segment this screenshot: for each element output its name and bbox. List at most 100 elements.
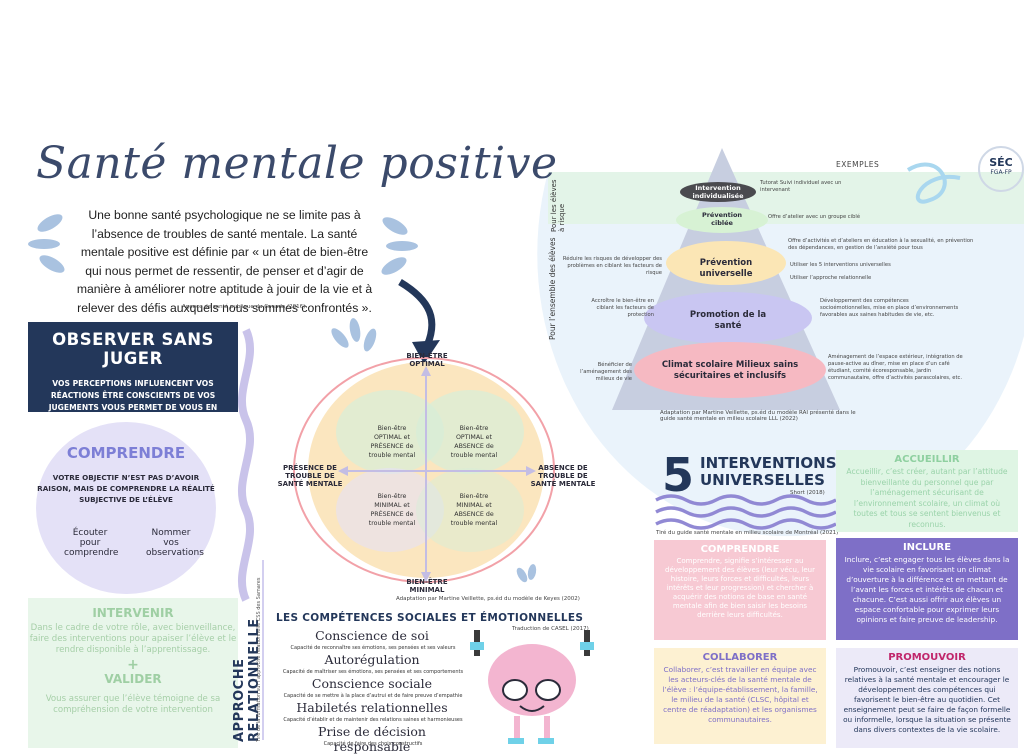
- model-left: PRÉSENCE DE TROUBLE DE SANTÉ MENTALE: [277, 464, 343, 488]
- observer-text: VOS PERCEPTIONS INFLUENCENT VOS RÉACTION…: [48, 379, 218, 424]
- note-6: Développement des compétences socioémoti…: [820, 298, 959, 318]
- level-1-label: Intervention individualisée: [692, 184, 744, 200]
- observer-title: OBSERVER SANS JUGER: [52, 330, 214, 368]
- quad-blob-2: [416, 390, 524, 474]
- comprendre-box: COMPRENDRE Comprendre, signifie s’intére…: [654, 540, 826, 640]
- comp-desc-2: Capacité de maîtriser ses émotions, ses …: [282, 669, 464, 675]
- interventions-short: Short (2018): [790, 490, 825, 496]
- brain-mascot: [470, 630, 594, 744]
- note-1: Tutorat Suivi individuel avec un interve…: [760, 180, 842, 193]
- model-q3: Bien-être MINIMAL et PRÉSENCE de trouble…: [368, 493, 416, 527]
- promouvoir-text: Promouvoir, c’est enseigner des notions …: [843, 665, 1011, 734]
- logo-line2: FGA-FP: [990, 169, 1012, 176]
- relational-line: [262, 560, 264, 740]
- waves: [655, 494, 837, 530]
- comprendre-left: Écouter pour comprendre: [64, 528, 119, 558]
- collaborer-title: COLLABORER: [702, 652, 778, 663]
- promouvoir-title: PROMOUVOIR: [888, 652, 966, 663]
- approche-caption: Tiré de la formation sur l’approche rela…: [256, 577, 262, 742]
- note-4: Utiliser les 5 interventions universelle…: [790, 262, 891, 268]
- logo: SÉC FGA-FP: [978, 146, 1024, 192]
- level-5-shape: [634, 342, 826, 398]
- comp-item-1: Conscience de soi: [315, 628, 429, 643]
- model-bottom: BIEN-ÊTRE MINIMAL: [406, 578, 448, 594]
- note-2: Offre d’atelier avec un groupe ciblé: [768, 214, 861, 220]
- valider-title: VALIDER: [104, 672, 162, 686]
- page-title: Santé mentale positive: [36, 138, 558, 189]
- accueillir-text: Accueillir, c’est créer, autant par l’at…: [846, 467, 1008, 529]
- observer-box: OBSERVER SANS JUGER VOS PERCEPTIONS INFL…: [28, 322, 238, 424]
- wave-vertical: [238, 328, 254, 602]
- model-circle-outline: [293, 357, 555, 583]
- model-top: BIEN-ÊTRE OPTIMAL: [406, 352, 448, 368]
- comp-item-4: Habiletés relationnelles: [296, 700, 448, 715]
- model-q4: Bien-être MINIMAL et ABSENCE de trouble …: [450, 493, 498, 527]
- arrow-curve: [398, 278, 436, 352]
- inclure-title: INCLURE: [902, 542, 952, 553]
- interventions-title: INTERVENTIONS UNIVERSELLES: [700, 454, 837, 489]
- interventions-number: 5: [662, 448, 695, 502]
- accueillir-box: ACCUEILLIR Accueillir, c’est créer, auta…: [836, 450, 1018, 532]
- note-7: Aménagement de l’espace extérieur, intég…: [828, 354, 963, 381]
- intervenir-title: INTERVENIR: [92, 606, 174, 620]
- accueillir-title: ACCUEILLIR: [894, 454, 960, 465]
- collaborer-text: Collaborer, c’est travailler en équipe a…: [662, 665, 818, 724]
- promouvoir-box: PROMOUVOIR Promouvoir, c’est enseigner d…: [836, 648, 1018, 748]
- comp-desc-1: Capacité de reconnaître ses émotions, se…: [290, 645, 456, 651]
- arrow-head: [412, 340, 440, 364]
- model-source: Adaptation par Martine Veillette, ps.éd …: [396, 596, 580, 602]
- splash-model: [331, 318, 537, 583]
- comprendre-int-text: Comprendre, signifie s’intéresser au dév…: [665, 557, 815, 619]
- model-q2: Bien-être OPTIMAL et ABSENCE de trouble …: [450, 425, 498, 459]
- intervenir-text: Dans le cadre de votre rôle, avec bienve…: [29, 623, 237, 655]
- note-5: Utiliser l’approche relationnelle: [790, 275, 872, 281]
- left-note-3: Bénéficier de l’aménagement des milieux …: [580, 362, 632, 382]
- quad-blob-3: [336, 468, 444, 552]
- pyramid-examples: EXEMPLES: [836, 160, 880, 169]
- comprendre-right: Nommer vos observations: [146, 528, 204, 558]
- level-3-shape: [666, 241, 786, 285]
- note-3: Offre d’activités et d’ateliers en éduca…: [788, 238, 974, 251]
- model-right: ABSENCE DE TROUBLE DE SANTÉ MENTALE: [530, 464, 596, 488]
- comprendre-text: VOTRE OBJECTIF N’EST PAS D’AVOIR RAISON,…: [37, 473, 215, 504]
- collaborer-box: COLLABORER Collaborer, c’est travailler …: [654, 648, 826, 744]
- inclure-text: Inclure, c’est engager tous les élèves d…: [844, 555, 1010, 624]
- logo-line1: SÉC: [989, 156, 1013, 169]
- left-note-1: Réduire les risques de développer des pr…: [562, 256, 662, 276]
- intervenir-box: INTERVENIR Dans le cadre de votre rôle, …: [28, 598, 238, 748]
- model-q1: Bien-être OPTIMAL et PRÉSENCE de trouble…: [368, 425, 416, 459]
- pyramid-source: Adaptation par Martine Veillette, ps.éd …: [660, 410, 856, 422]
- comp-item-2: Autorégulation: [324, 652, 420, 667]
- intervenir-plus: +: [127, 657, 139, 673]
- level-2-shape: [676, 207, 768, 233]
- valider-text: Vous assurer que l’élève témoigne de sa …: [45, 694, 221, 715]
- intro-text: Une bonne santé psychologique ne se limi…: [76, 208, 373, 315]
- level-1-shape: [680, 182, 756, 202]
- side-risk: Pour les élèves à risque: [550, 179, 566, 232]
- comprendre-circle: COMPRENDRE VOTRE OBJECTIF N’EST PAS D’AV…: [36, 422, 216, 594]
- inclure-box: INCLURE Inclure, c’est engager tous les …: [836, 538, 1018, 640]
- comp-desc-5: Capacité de faire des choix constructifs: [323, 741, 423, 747]
- comp-desc-4: Capacité d’établir et de maintenir des r…: [283, 717, 463, 723]
- quad-blob-1: [336, 390, 444, 474]
- level-5-label: Climat scolaire Milieux sains sécuritair…: [661, 360, 799, 381]
- level-3-label: Prévention universelle: [699, 258, 753, 279]
- comp-item-3: Conscience sociale: [311, 676, 433, 691]
- competences-source: Traduction de CASEL (2017): [512, 626, 589, 632]
- level-2-label: Prévention ciblée: [701, 211, 743, 227]
- left-note-2: Accroître le bien-être en ciblant les fa…: [591, 298, 654, 318]
- comprendre-title: COMPRENDRE: [66, 444, 186, 462]
- squiggle: [906, 162, 961, 204]
- intro-source: Agence de santé publique du Canada (2016…: [182, 304, 306, 310]
- comp-item-5: Prise de décision responsable: [318, 724, 426, 754]
- comp-desc-3: Capacité de se mettre à la place d’autru…: [283, 693, 463, 699]
- side-all: Pour l’ensemble des élèves: [548, 237, 557, 340]
- interventions-source: Tiré du guide santé mentale en milieu sc…: [656, 530, 839, 536]
- competences-title: LES COMPÉTENCES SOCIALES ET ÉMOTIONNELLE…: [276, 612, 584, 624]
- level-4-label: Promotion de la santé: [689, 310, 767, 331]
- comprendre-int-title: COMPRENDRE: [700, 544, 780, 555]
- quad-blob-4: [416, 468, 524, 552]
- splash-left: [28, 214, 418, 275]
- level-4-shape: [644, 292, 812, 344]
